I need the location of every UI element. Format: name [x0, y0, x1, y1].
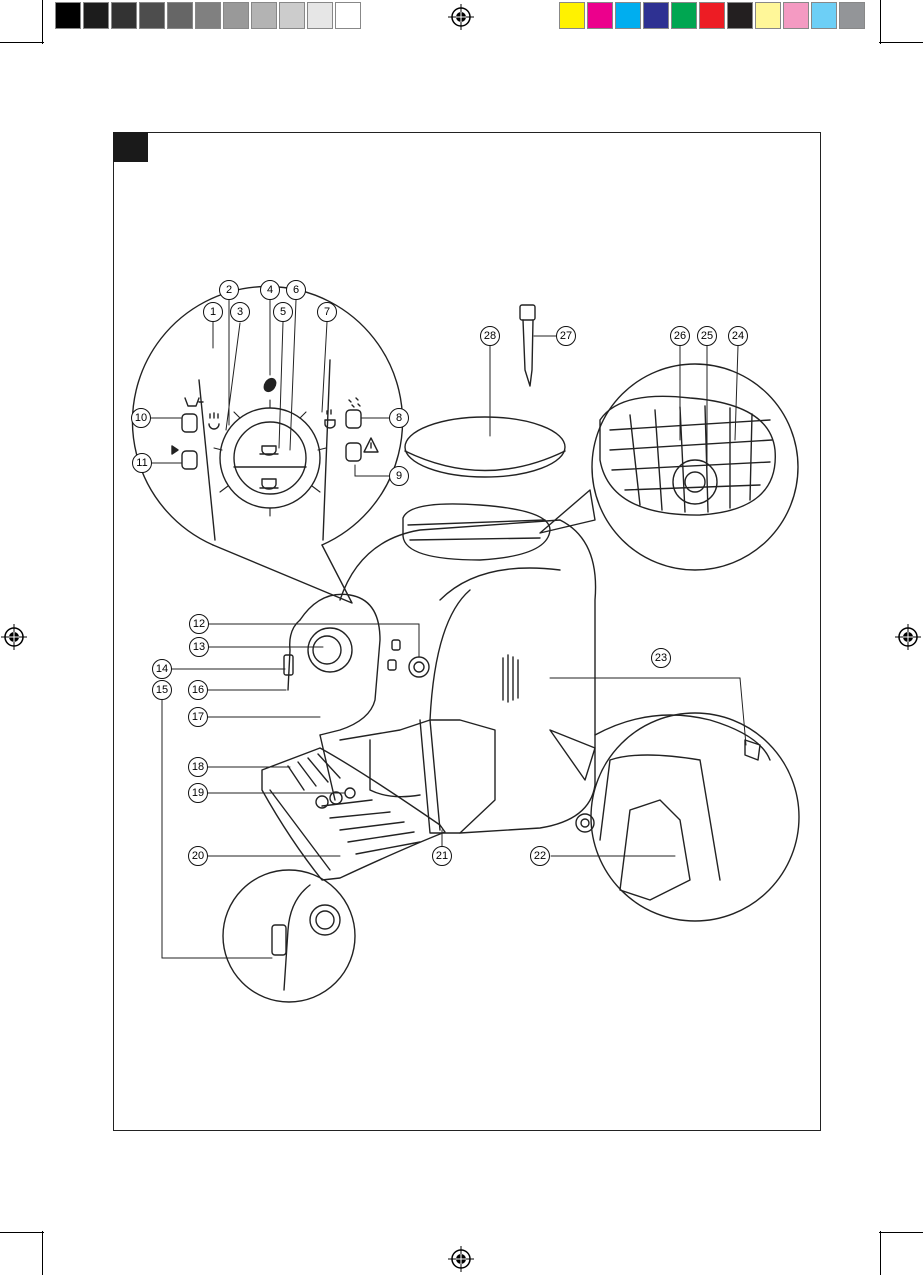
hot-water-button — [182, 414, 197, 432]
callout-4: 4 — [260, 280, 280, 300]
callout-10: 10 — [131, 408, 151, 428]
coffee-grounds-icon — [349, 398, 360, 407]
callout-25: 25 — [697, 326, 717, 346]
callout-1: 1 — [203, 302, 223, 322]
machine-body — [340, 520, 596, 833]
callout-28: 28 — [480, 326, 500, 346]
measuring-scoop — [520, 305, 535, 320]
steam-button — [182, 451, 197, 469]
callout-16: 16 — [188, 680, 208, 700]
callout-23: 23 — [651, 648, 671, 668]
callout-21: 21 — [432, 846, 452, 866]
callout-9: 9 — [389, 466, 409, 486]
callout-13: 13 — [189, 637, 209, 657]
callout-27: 27 — [556, 326, 576, 346]
callout-12: 12 — [189, 614, 209, 634]
callout-15: 15 — [152, 680, 172, 700]
callout-18: 18 — [188, 757, 208, 777]
callout-24: 24 — [728, 326, 748, 346]
callout-3: 3 — [230, 302, 250, 322]
callout-22: 22 — [530, 846, 550, 866]
hot-water-icon — [209, 413, 219, 429]
warning-button — [346, 443, 361, 461]
steam-icon — [172, 446, 178, 454]
cup-icon — [325, 410, 335, 428]
front-dial — [308, 628, 352, 672]
callout-19: 19 — [188, 783, 208, 803]
callout-11: 11 — [132, 453, 152, 473]
coffee-bean-icon — [262, 376, 278, 393]
bean-hopper-zoom — [592, 364, 798, 570]
brew-unit-zoom — [591, 713, 799, 921]
callout-5: 5 — [273, 302, 293, 322]
callout-14: 14 — [152, 659, 172, 679]
power-button — [409, 657, 429, 677]
control-panel-zoom — [133, 286, 403, 545]
warning-icon — [364, 438, 378, 452]
callout-7: 7 — [317, 302, 337, 322]
steam-wand-zoom — [223, 870, 355, 1002]
callout-8: 8 — [389, 408, 409, 428]
callout-2: 2 — [219, 280, 239, 300]
descale-button — [346, 410, 361, 428]
cup-icon — [260, 446, 278, 455]
coffee-strength-dial — [220, 408, 320, 508]
cup-icon — [260, 479, 278, 489]
callout-20: 20 — [188, 846, 208, 866]
callout-6: 6 — [286, 280, 306, 300]
callout-17: 17 — [188, 707, 208, 727]
callout-26: 26 — [670, 326, 690, 346]
bean-lid — [405, 417, 565, 477]
